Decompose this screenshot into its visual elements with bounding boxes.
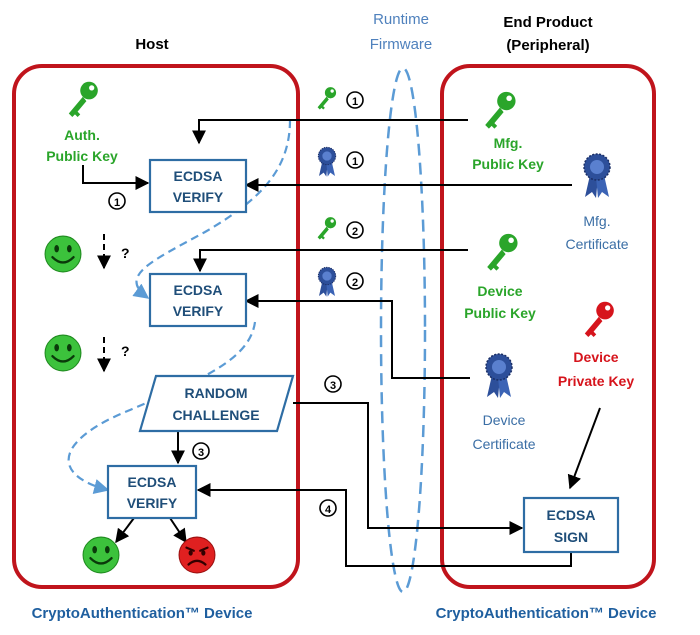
- auth-key-label-line2: Public Key: [46, 148, 118, 164]
- host-title: Host: [135, 36, 168, 53]
- svg-text:1: 1: [114, 197, 120, 209]
- device-certificate-icon: [485, 353, 513, 399]
- step-badge-1b: 1: [346, 91, 364, 109]
- step-badge-2b: 2: [346, 272, 364, 290]
- mfg-key-small-icon: [317, 87, 337, 110]
- device-public-key-icon: [487, 233, 518, 271]
- svg-text:VERIFY: VERIFY: [173, 189, 224, 205]
- ecdsa-sign-box: ECDSA SIGN: [522, 496, 620, 554]
- host-footer: CryptoAuthentication™ Device: [32, 605, 253, 622]
- step-badge-3a: 3: [192, 442, 210, 460]
- svg-text:SIGN: SIGN: [554, 529, 588, 545]
- device-key-small-icon: [317, 217, 337, 240]
- arrow-device-cert: [244, 294, 470, 379]
- arrow-sign-verify: [196, 483, 572, 567]
- auth-key-label-line1: Auth.: [64, 127, 100, 143]
- mfg-certificate-icon: [583, 153, 611, 199]
- ecdsa-verify-box-1: ECDSA VERIFY: [148, 158, 248, 214]
- device-key-label-line1: Device: [477, 283, 522, 299]
- arrow-private-sign: [567, 407, 601, 490]
- mfg-cert-label-line2: Certificate: [565, 236, 628, 252]
- arrow-auth-key: [82, 165, 150, 190]
- smiley-face-icon-3: [82, 536, 120, 574]
- svg-text:VERIFY: VERIFY: [127, 495, 178, 511]
- svg-text:1: 1: [352, 96, 358, 108]
- svg-text:VERIFY: VERIFY: [173, 303, 224, 319]
- device-private-label-line1: Device: [573, 349, 618, 365]
- arrow-verify-bad: [169, 517, 187, 544]
- svg-text:1: 1: [352, 156, 358, 168]
- svg-text:3: 3: [330, 380, 336, 392]
- device-private-label-line2: Private Key: [558, 373, 634, 389]
- arrow-challenge-sign: [293, 402, 524, 535]
- step-badge-2a: 2: [346, 221, 364, 239]
- peripheral-footer: CryptoAuthentication™ Device: [436, 605, 657, 622]
- svg-text:3: 3: [198, 447, 204, 459]
- svg-text:RANDOM: RANDOM: [185, 385, 248, 401]
- auth-key-icon: [68, 81, 98, 117]
- peripheral-panel: [440, 64, 656, 589]
- device-private-key-icon: [584, 301, 614, 337]
- runtime-label-line2: Firmware: [370, 36, 433, 53]
- smiley-face-icon-2: [44, 334, 82, 372]
- runtime-firmware-ellipse: [379, 66, 427, 594]
- svg-text:ECDSA: ECDSA: [173, 282, 222, 298]
- device-cert-small-icon: [317, 266, 337, 298]
- question-mark-2: ?: [121, 343, 130, 359]
- step-badge-1a: 1: [108, 192, 126, 210]
- device-key-label-line2: Public Key: [464, 305, 536, 321]
- svg-text:2: 2: [352, 277, 358, 289]
- mfg-key-label-line2: Public Key: [472, 156, 544, 172]
- device-cert-label-line1: Device: [483, 412, 526, 428]
- svg-text:ECDSA: ECDSA: [546, 507, 595, 523]
- svg-text:ECDSA: ECDSA: [173, 168, 222, 184]
- mfg-cert-label-line1: Mfg.: [583, 213, 610, 229]
- random-challenge-box: RANDOM CHALLENGE: [138, 374, 295, 433]
- host-panel: [12, 64, 300, 589]
- step-badge-3b: 3: [324, 375, 342, 393]
- dashed-flow-2: [67, 321, 257, 494]
- runtime-label-line1: Runtime: [373, 11, 429, 28]
- question-mark-1: ?: [121, 245, 130, 261]
- peripheral-title-line1: End Product: [503, 14, 592, 31]
- svg-text:2: 2: [352, 226, 358, 238]
- arrow-verify-good: [115, 517, 135, 544]
- arrow-mfg-key: [192, 119, 468, 145]
- svg-text:CHALLENGE: CHALLENGE: [172, 407, 259, 423]
- smiley-face-icon-1: [44, 235, 82, 273]
- frowning-face-icon: [178, 536, 216, 574]
- dashed-flow-1: [132, 119, 292, 299]
- arrow-device-key: [193, 249, 468, 273]
- step-badge-1c: 1: [346, 151, 364, 169]
- svg-text:ECDSA: ECDSA: [127, 474, 176, 490]
- mfg-public-key-icon: [485, 91, 516, 129]
- step-badge-4: 4: [319, 499, 337, 517]
- svg-text:4: 4: [325, 504, 332, 516]
- ecdsa-verify-box-3: ECDSA VERIFY: [106, 464, 198, 520]
- mfg-cert-small-icon: [317, 146, 337, 178]
- peripheral-title-line2: (Peripheral): [506, 37, 589, 54]
- ecdsa-verify-box-2: ECDSA VERIFY: [148, 272, 248, 328]
- device-cert-label-line2: Certificate: [472, 436, 535, 452]
- mfg-key-label-line1: Mfg.: [494, 135, 523, 151]
